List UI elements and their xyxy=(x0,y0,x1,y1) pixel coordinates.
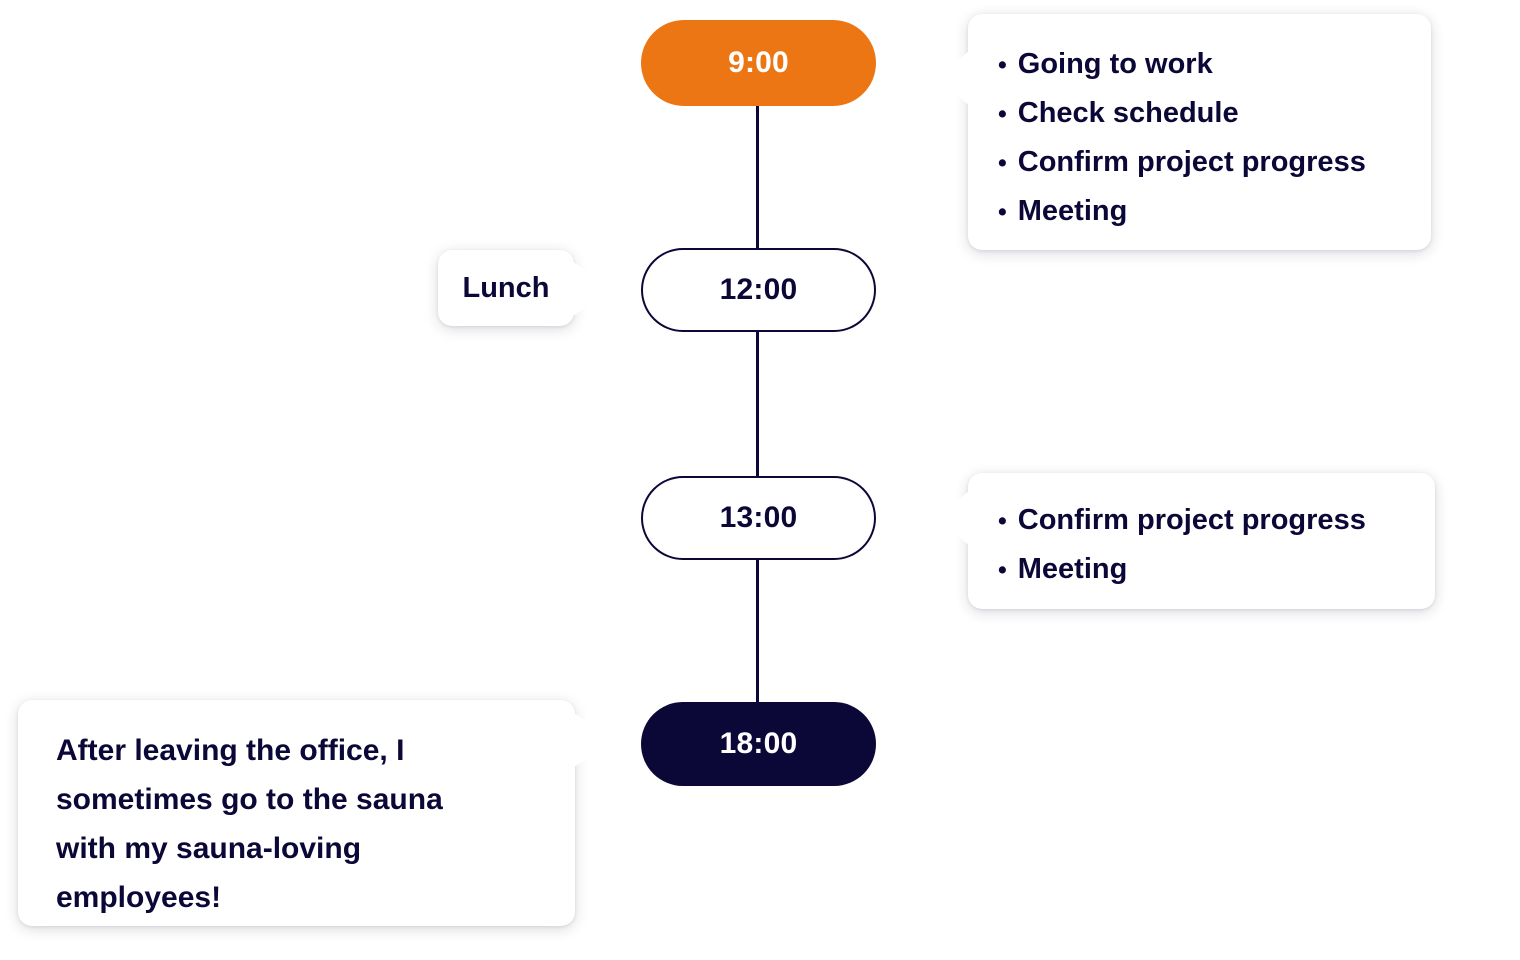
list-item-label: Confirm project progress xyxy=(1017,504,1366,536)
list-item: • Meeting xyxy=(998,187,1431,236)
evening-note-line: with my sauna-loving xyxy=(56,832,362,865)
list-item: • Confirm project progress xyxy=(998,138,1431,187)
afternoon-task-list: • Confirm project progress • Meeting xyxy=(998,496,1435,594)
timeline-node-13-00[interactable]: 13:00 xyxy=(641,476,876,560)
bullet-icon: • xyxy=(998,51,1007,79)
timeline-node-label: 9:00 xyxy=(728,46,789,79)
list-item-label: Check schedule xyxy=(1017,97,1239,129)
timeline-node-12-00[interactable]: 12:00 xyxy=(641,248,876,332)
callout-afternoon-tasks: • Confirm project progress • Meeting xyxy=(936,473,1435,609)
timeline-node-label: 12:00 xyxy=(719,273,798,306)
bullet-icon: • xyxy=(998,556,1007,584)
callout-lunch-label: Lunch xyxy=(462,271,550,304)
timeline-node-9-00[interactable]: 9:00 xyxy=(641,20,876,106)
timeline-connector-1 xyxy=(756,100,759,256)
morning-task-list: • Going to work • Check schedule • Confi… xyxy=(998,40,1431,236)
list-item-label: Going to work xyxy=(1017,48,1213,80)
evening-note-line: sometimes go to the sauna xyxy=(56,783,443,816)
timeline-node-label: 18:00 xyxy=(719,727,798,760)
callout-lunch: Lunch xyxy=(438,250,616,326)
timeline-node-label: 13:00 xyxy=(719,501,798,534)
timeline-connector-3 xyxy=(756,550,759,710)
callout-morning-tasks: • Going to work • Check schedule • Confi… xyxy=(936,14,1431,250)
evening-note-line: employees! xyxy=(56,881,222,914)
timeline-connector-2 xyxy=(756,322,759,484)
bullet-icon: • xyxy=(998,198,1007,226)
list-item-label: Confirm project progress xyxy=(1017,146,1366,178)
callout-evening-note: After leaving the office, I sometimes go… xyxy=(18,700,617,926)
list-item: • Confirm project progress xyxy=(998,496,1435,545)
bullet-icon: • xyxy=(998,100,1007,128)
timeline-node-18-00[interactable]: 18:00 xyxy=(641,702,876,786)
list-item: • Check schedule xyxy=(998,89,1431,138)
list-item-label: Meeting xyxy=(1017,553,1128,585)
bullet-icon: • xyxy=(998,507,1007,535)
bullet-icon: • xyxy=(998,149,1007,177)
list-item: • Meeting xyxy=(998,545,1435,594)
list-item: • Going to work xyxy=(998,40,1431,89)
list-item-label: Meeting xyxy=(1017,195,1128,227)
evening-note-line: After leaving the office, I xyxy=(56,734,405,767)
